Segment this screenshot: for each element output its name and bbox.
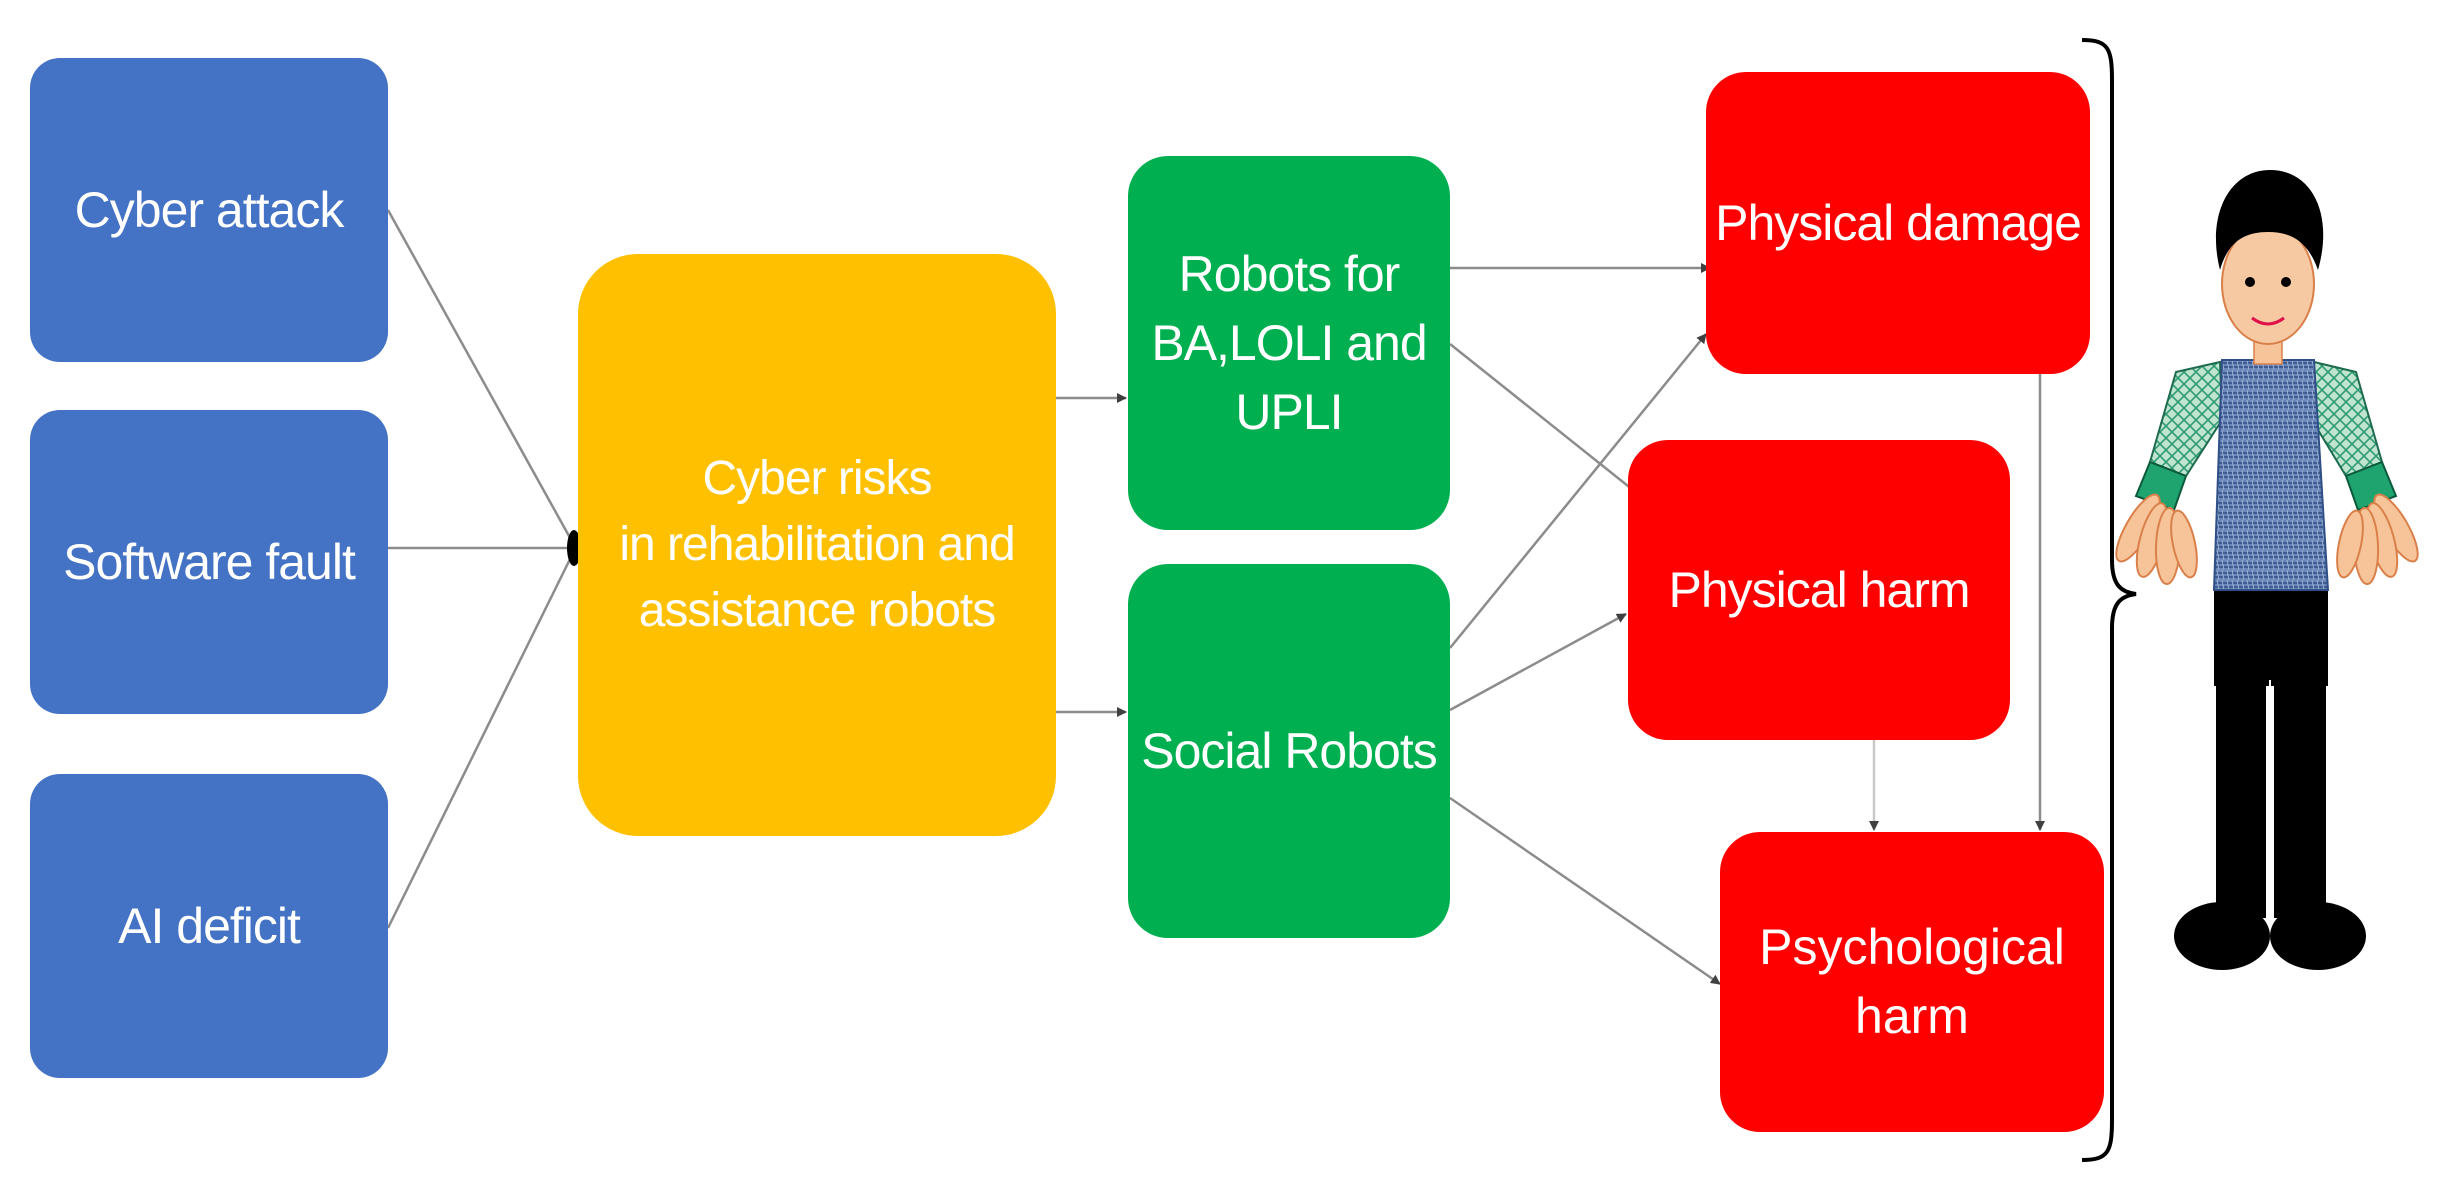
edge-ai-deficit-to-risks: [386, 550, 576, 929]
figure-right-eye: [2281, 277, 2291, 287]
edge-robots-ba-to-phys-harm: [1449, 343, 1639, 495]
figure-left-sleeve: [2148, 360, 2224, 478]
robots-ba-loli-upli-box: Robots for BA,LOLI and UPLI: [1128, 156, 1450, 530]
cause-ai-deficit: AI deficit: [30, 774, 388, 1078]
physical-harm-box: Physical harm: [1628, 440, 2010, 740]
cause-cyber-attack: Cyber attack: [30, 58, 388, 362]
edge-cyber-attack-to-risks: [386, 209, 576, 546]
figure-pants: [2214, 586, 2328, 686]
figure-right-foot: [2270, 902, 2366, 970]
junction-dot: [567, 530, 581, 566]
figure-torso: [2212, 359, 2330, 591]
figure-left-hand: [2115, 493, 2198, 585]
figure-right-hand: [2336, 493, 2419, 585]
edge-social-to-phys-damage: [1449, 333, 1707, 649]
social-robots-box: Social Robots: [1128, 564, 1450, 938]
right-curly-brace-icon: [2081, 38, 2137, 1162]
edge-social-to-phys-harm: [1449, 612, 1627, 712]
figure-left-eye: [2245, 277, 2255, 287]
cause-software-fault: Software fault: [30, 410, 388, 714]
figure-right-sleeve: [2310, 360, 2384, 478]
figure-left-foot: [2174, 902, 2270, 970]
edge-social-to-psych-harm: [1449, 796, 1721, 986]
cyber-risks-box: Cyber risks in rehabilitation and assist…: [578, 254, 1056, 836]
figure-mouth: [2251, 316, 2285, 326]
psychological-harm-box: Psychological harm: [1720, 832, 2104, 1132]
physical-damage-box: Physical damage: [1706, 72, 2090, 374]
figure-hair: [2215, 170, 2324, 270]
